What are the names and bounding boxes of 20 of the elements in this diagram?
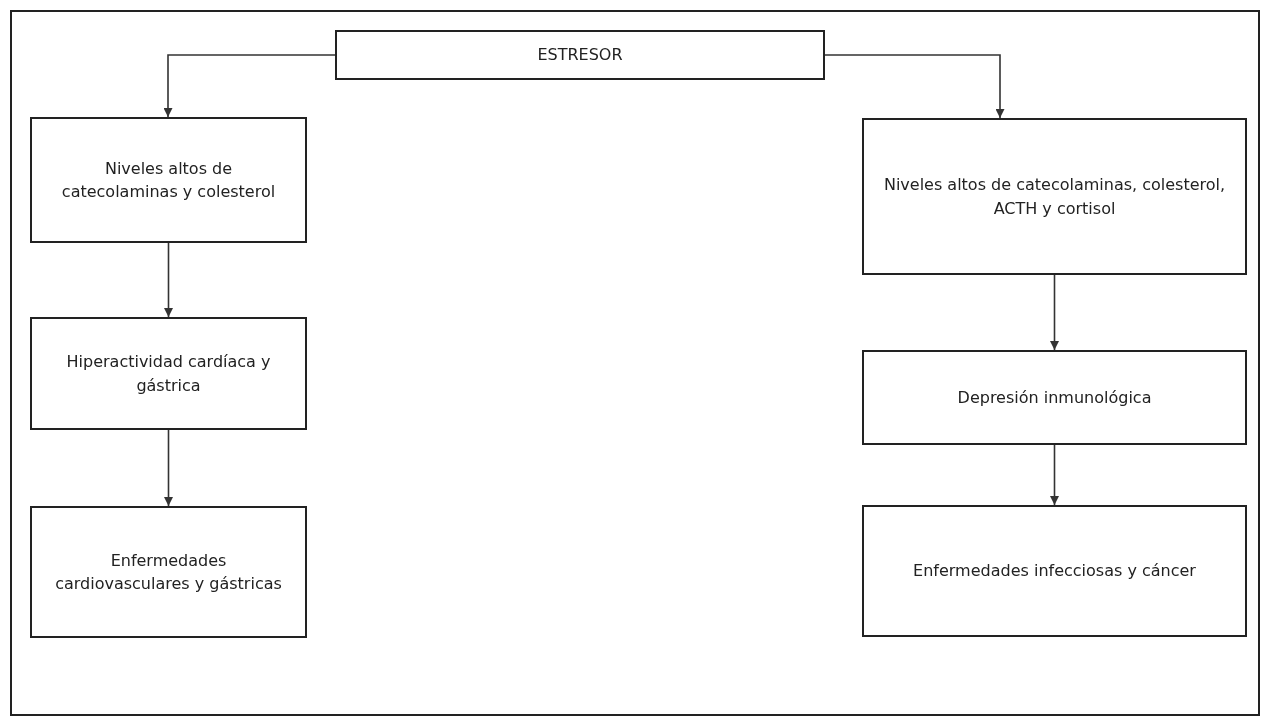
process-box (335, 30, 825, 80)
process-box (862, 350, 1247, 445)
arrow (1050, 274, 1059, 351)
box-text: Enfermedades cardiovasculares y gástricas (54, 549, 283, 595)
arrow (163, 54, 336, 118)
box-text: Hiperactividad cardíaca y gástrica (65, 351, 272, 397)
box-text: Enfermedades infecciosas y cáncer (913, 560, 1196, 583)
process-box (30, 317, 307, 430)
box-text: ESTRESOR (537, 44, 623, 67)
box-text: Niveles altos de catecolaminas, colesterol, ACTH y cortisol (882, 174, 1227, 220)
process-box (862, 505, 1247, 637)
process-box (30, 117, 307, 243)
arrow (1050, 444, 1059, 506)
arrow (164, 242, 173, 318)
arrow (164, 429, 173, 507)
box-text: Depresión inmunológica (957, 386, 1152, 409)
box-text: Niveles altos de catecolaminas y colesterol (60, 157, 277, 203)
process-box (862, 118, 1247, 275)
arrow (824, 54, 1005, 119)
process-box (30, 506, 307, 638)
